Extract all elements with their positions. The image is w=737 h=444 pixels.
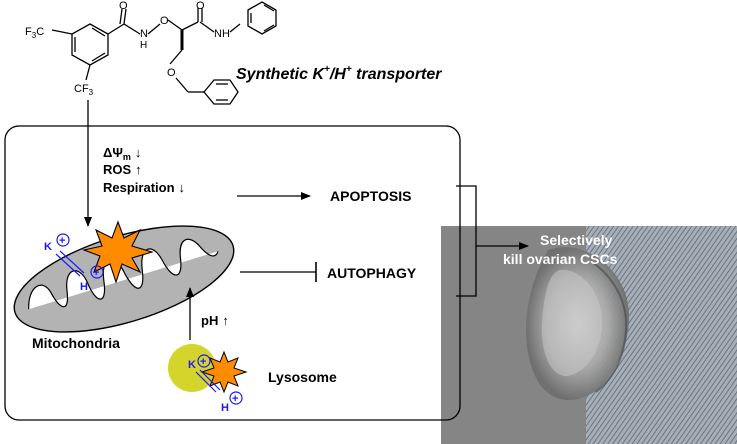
result-text: Selectively kill ovarian CSCs: [503, 232, 618, 267]
amide-n: N: [214, 28, 222, 40]
result-line-2: kill ovarian CSCs: [503, 251, 618, 267]
mitochondrion: [13, 225, 235, 333]
ph-label: pH↑: [201, 313, 229, 328]
mito-h-plus: +: [93, 267, 99, 279]
lyso-h-label: H: [221, 402, 229, 414]
lyso-k-label: K: [188, 359, 196, 371]
hydroxamate-h: H: [140, 40, 147, 51]
molecule-atom-labels: F3C CF3 O N H O O N H O: [25, 0, 230, 97]
apoptosis-label: APOPTOSIS: [330, 188, 411, 204]
amide-h: H: [222, 28, 230, 40]
csc-micrograph: [441, 226, 737, 444]
autophagy-label: AUTOPHAGY: [327, 265, 417, 281]
respiration-label: Respiration↓: [103, 180, 185, 195]
lysosome-label: Lysosome: [268, 369, 337, 385]
mitochondria-label: Mitochondria: [32, 335, 120, 351]
carbonyl-oxygen-2: O: [196, 0, 205, 12]
delta-psi-label: ΔΨm↓: [103, 145, 141, 162]
transporter-title: Synthetic K+/H+ transporter: [236, 64, 442, 83]
mito-h-charge-icon: [90, 265, 104, 279]
mito-k-charge-icon: [56, 233, 70, 247]
cf3-bottom-label: CF3: [74, 83, 94, 97]
ros-label: ROS↑: [103, 162, 142, 177]
mito-h-label: H: [80, 281, 88, 293]
lyso-h-plus: +: [232, 393, 238, 405]
cell-boundary-box: [4, 125, 461, 421]
mito-ion-exchange: K + H +: [44, 233, 104, 293]
lyso-k-plus: +: [200, 356, 206, 368]
result-line-1: Selectively: [540, 232, 613, 248]
transporter-star-lysosome: [200, 350, 248, 394]
transporter-molecule: [51, 1, 277, 105]
carbonyl-oxygen-1: O: [119, 0, 128, 12]
hydroxamate-n: N: [140, 28, 148, 40]
mito-k-plus: +: [59, 235, 65, 247]
benzyl-oxygen: O: [167, 67, 176, 79]
outcome-bracket: [456, 185, 477, 297]
mito-effects: ΔΨm↓ ROS↑ Respiration↓: [103, 145, 185, 195]
lyso-k-charge-icon: [197, 354, 211, 368]
lyso-h-charge-icon: [229, 391, 243, 405]
lysosome-ion-exchange: K + H +: [188, 354, 243, 414]
ether-oxygen: O: [160, 15, 169, 27]
mito-k-label: K: [44, 241, 52, 253]
cf3-top-label: F3C: [25, 26, 44, 40]
